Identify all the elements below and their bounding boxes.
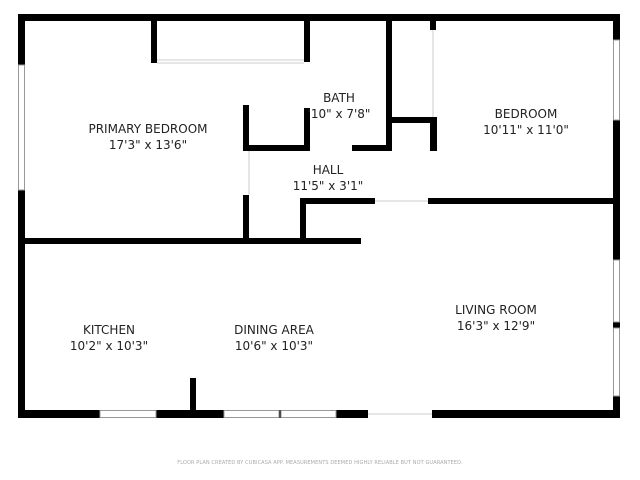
wall-hall-bottom-left xyxy=(300,198,375,204)
footer-disclaimer: FLOOR PLAN CREATED BY CUBICASA APP. MEAS… xyxy=(177,460,463,466)
wall-kitchen-stub xyxy=(190,378,196,414)
room-size: 16'3" x 12'9" xyxy=(456,319,536,333)
room-living-room: LIVING ROOM 16'3" x 12'9" xyxy=(455,302,537,334)
room-size: '10" x 7'8" xyxy=(307,107,371,121)
wall-bottom-right xyxy=(432,410,620,418)
window-bedroom xyxy=(613,39,620,121)
room-primary-bedroom: PRIMARY BEDROOM 17'3" x 13'6" xyxy=(88,121,207,153)
room-bath: BATH '10" x 7'8" xyxy=(308,90,371,122)
window-living-1 xyxy=(613,259,620,323)
wall-closet-right xyxy=(304,20,310,62)
room-size: 17'3" x 13'6" xyxy=(108,138,188,152)
room-name: HALL xyxy=(312,163,344,177)
window-kitchen xyxy=(99,410,157,418)
wall-bath-left xyxy=(304,108,310,151)
door-openings xyxy=(157,30,434,415)
wall-right xyxy=(613,14,620,418)
walls xyxy=(18,14,620,418)
room-dining-area: DINING AREA 10'6" x 10'3" xyxy=(234,322,314,354)
room-size: 10'11" x 11'0" xyxy=(483,123,569,137)
window-primary xyxy=(18,64,25,191)
wall-hall-closet xyxy=(300,198,306,244)
room-name: BEDROOM xyxy=(494,107,558,121)
window-dining-1 xyxy=(223,410,280,418)
wall-bath-bottom-right xyxy=(352,145,392,151)
windows xyxy=(18,39,620,418)
room-size: 11'5" x 3'1" xyxy=(292,179,364,193)
wall-closet-top xyxy=(386,117,437,123)
room-name: PRIMARY BEDROOM xyxy=(88,122,208,136)
room-size: 10'6" x 10'3" xyxy=(234,339,314,353)
wall-closet-side xyxy=(430,117,437,151)
room-name: DINING AREA xyxy=(234,323,314,337)
room-name: KITCHEN xyxy=(83,323,135,337)
window-living-2 xyxy=(613,327,620,397)
wall-left xyxy=(18,14,25,418)
wall-top xyxy=(18,14,620,21)
wall-bedroom-stub xyxy=(430,20,436,30)
room-hall: HALL 11'5" x 3'1" xyxy=(293,162,364,194)
wall-bath-right xyxy=(386,20,392,151)
room-bedroom: BEDROOM 10'11" x 11'0" xyxy=(483,106,569,138)
wall-hall-left-lower xyxy=(243,195,249,244)
window-dining-2 xyxy=(280,410,337,418)
wall-bath-bottom-left xyxy=(243,145,308,151)
room-kitchen: KITCHEN 10'2" x 10'3" xyxy=(70,322,148,354)
wall-closet-left xyxy=(151,20,157,63)
wall-primary-bottom xyxy=(18,238,361,244)
room-name: LIVING ROOM xyxy=(455,303,537,317)
room-name: BATH xyxy=(323,91,355,105)
wall-hall-bottom-right xyxy=(428,198,618,204)
wall-hall-left-upper xyxy=(243,105,249,151)
room-size: 10'2" x 10'3" xyxy=(69,339,149,353)
